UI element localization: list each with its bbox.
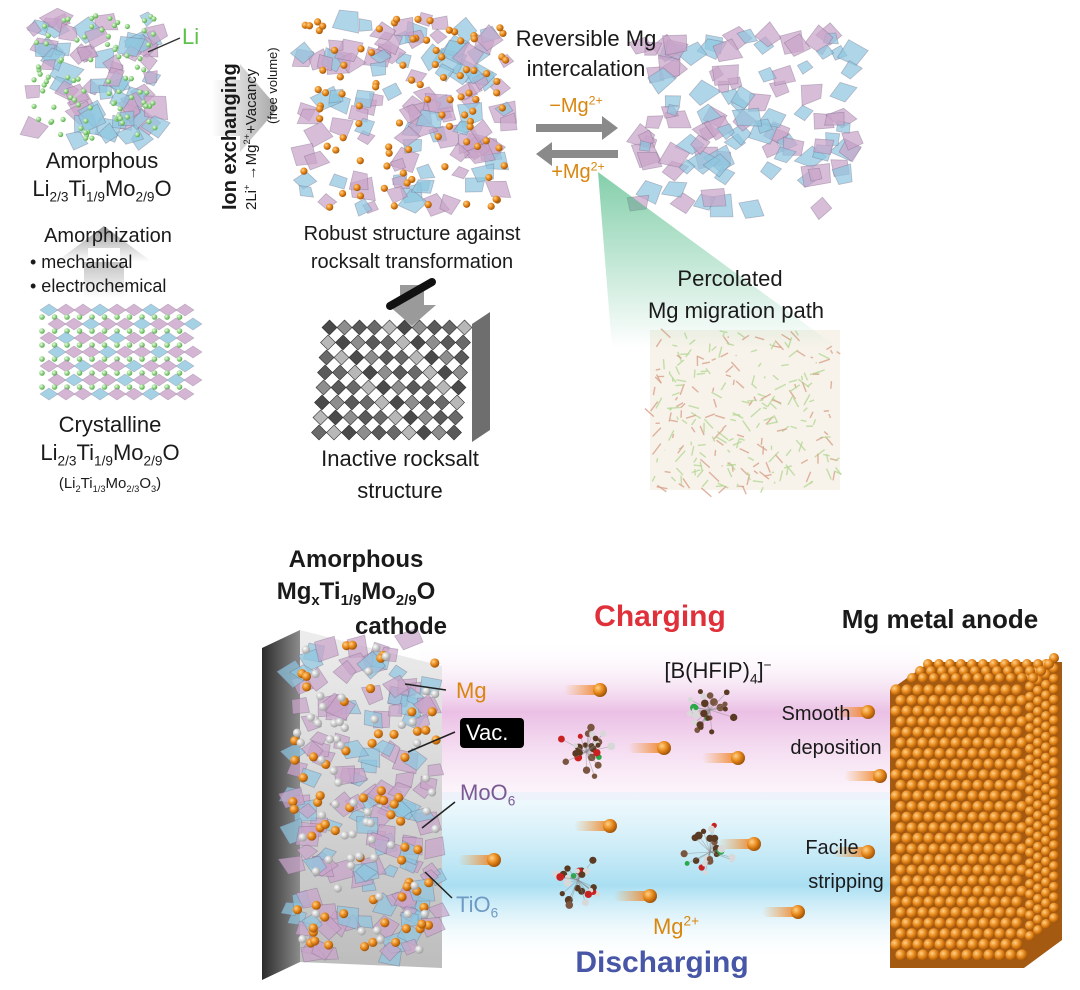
crystalline-alt-formula: (Li2Ti1/3Mo2/3O3) — [58, 475, 162, 494]
crystalline-title: Crystalline — [58, 412, 162, 437]
amorphization-item-electrochemical: • electrochemical — [30, 276, 167, 296]
minus-mg-label: −Mg2+ — [549, 93, 603, 117]
tio6-label: TiO6 — [456, 892, 499, 921]
percolated-path-structure — [644, 328, 842, 498]
amorphization-arrow — [56, 226, 152, 262]
ion-exchange-arrow — [212, 64, 278, 152]
blocked-arrow — [388, 285, 436, 326]
cathode-slab-side — [262, 630, 300, 980]
reversible-line2: intercalation — [526, 56, 646, 81]
amorphous-formula: Li2/3Ti1/9Mo2/9O — [32, 176, 172, 205]
amorphous-title: Amorphous — [45, 148, 159, 173]
facile-line2: stripping — [808, 871, 884, 893]
amorphization-item-mechanical: • mechanical — [30, 252, 133, 272]
charging-label: Charging — [594, 600, 726, 633]
cathode-structure — [276, 627, 451, 967]
mg-ion-label: Mg2+ — [652, 913, 700, 939]
moo6-label: MoO6 — [460, 780, 516, 809]
moo6-leader-line — [421, 801, 456, 829]
li-leader-line — [147, 37, 181, 53]
arrow-magnesiation — [536, 142, 618, 166]
percolated-line2: Mg migration path — [647, 298, 825, 323]
anode-title: Mg metal anode — [841, 604, 1039, 634]
facile-line1: Facile — [805, 837, 859, 859]
mg-label: Mg — [456, 678, 487, 703]
robust-line2: rocksalt transformation — [310, 251, 514, 273]
ion-exchange-note: (free volume) — [265, 47, 280, 124]
mg-leader-line — [404, 683, 447, 691]
discharging-label: Discharging — [575, 946, 749, 979]
robust-line1: Robust structure against — [303, 223, 521, 245]
mg-anode-block — [890, 653, 1062, 968]
cathode-formula: MgxTi1/9Mo2/9O — [276, 578, 436, 609]
crystalline-structure — [39, 303, 203, 401]
inactive-line1: Inactive rocksalt — [321, 446, 479, 471]
amorphization-title: Amorphization — [44, 225, 172, 247]
smooth-line2: deposition — [790, 737, 882, 759]
vac-label-bg — [460, 718, 524, 748]
block-bar — [386, 278, 436, 310]
amorphous-li-structure — [19, 7, 171, 151]
amorphous-mg-structure — [289, 9, 518, 217]
cathode-line3: cathode — [355, 613, 448, 640]
ion-exchange-equation: 2Li+ →Mg2++Vacancy — [242, 68, 260, 210]
li-label: Li — [182, 24, 200, 49]
anion-molecules — [552, 689, 738, 909]
smooth-line1: Smooth — [781, 703, 851, 725]
crystalline-formula: Li2/3Ti1/9Mo2/9O — [40, 440, 180, 469]
mg-ion-flow — [458, 683, 887, 919]
reversible-line1: Reversible Mg — [515, 26, 657, 51]
rocksalt-structure — [311, 312, 490, 442]
ion-exchange-title: Ion exchanging — [219, 63, 241, 210]
discharging-band — [420, 792, 920, 962]
arrow-demagnesiation — [536, 116, 618, 140]
cathode-line1: Amorphous — [288, 546, 424, 573]
anion-label: [B(HFIP)4]− — [664, 657, 772, 687]
plus-mg-label: +Mg2+ — [551, 159, 605, 183]
vac-leader-line — [407, 731, 456, 753]
percolation-wedge — [598, 172, 838, 348]
tio6-leader-line — [424, 871, 453, 899]
inactive-line2: structure — [357, 478, 443, 503]
vac-label: Vac. — [466, 720, 509, 745]
percolated-line1: Percolated — [677, 266, 783, 291]
